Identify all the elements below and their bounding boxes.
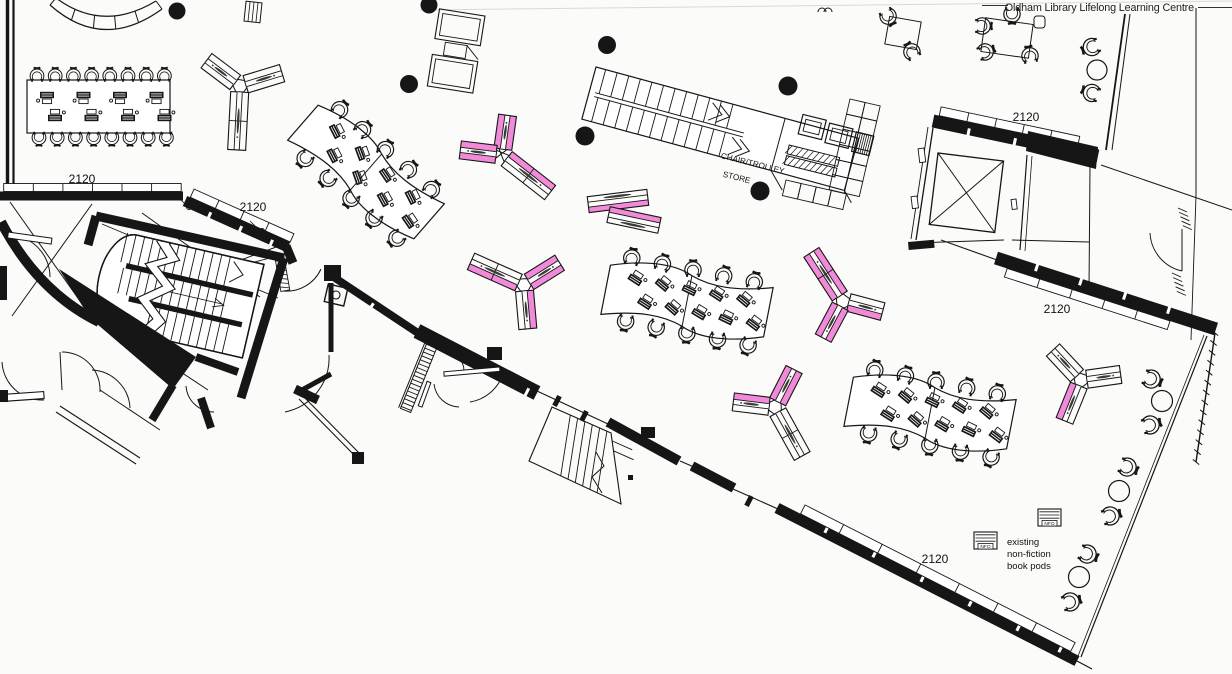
svg-text:2120: 2120 <box>69 172 96 186</box>
svg-text:2120: 2120 <box>1013 110 1040 124</box>
svg-text:Oldham Library Lifelong Learni: Oldham Library Lifelong Learning Centre <box>1005 2 1194 14</box>
svg-text:existing: existing <box>1007 537 1039 548</box>
svg-text:NFO: NFO <box>1044 521 1054 527</box>
svg-text:2120: 2120 <box>1044 302 1071 316</box>
svg-text:NFO: NFO <box>980 544 990 550</box>
svg-text:2120: 2120 <box>922 552 949 566</box>
svg-text:book pods: book pods <box>1007 561 1051 572</box>
svg-text:2120: 2120 <box>240 200 267 214</box>
svg-text:non-fiction: non-fiction <box>1007 549 1051 560</box>
